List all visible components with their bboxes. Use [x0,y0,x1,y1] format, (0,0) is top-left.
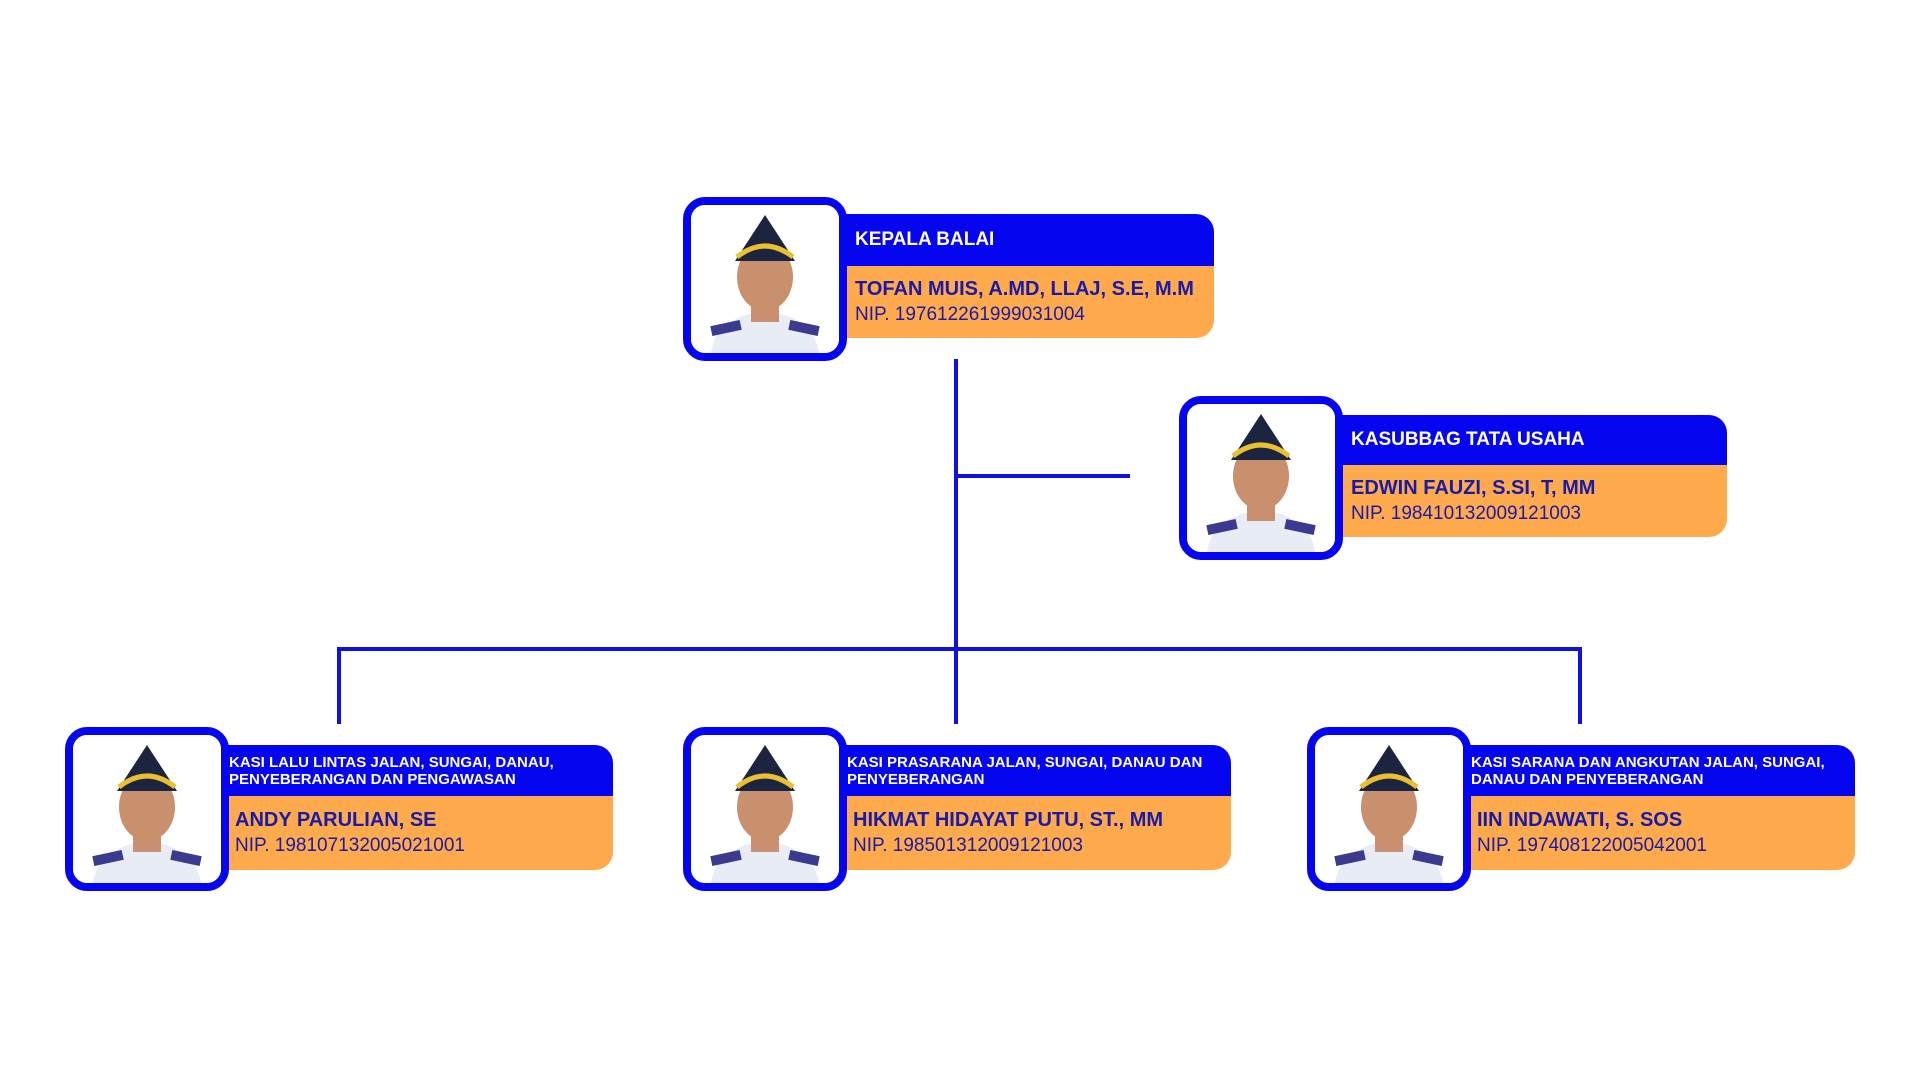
person-name: HIKMAT HIDAYAT PUTU, ST., MM [853,809,1164,831]
position-title: KASI PRASARANA JALAN, SUNGAI, DANAU DAN … [833,745,1231,796]
person-name: ANDY PARULIAN, SE [235,809,437,831]
connector-section-3 [1578,647,1582,724]
person-name: TOFAN MUIS, A.MD, LLAJ, S.E, M.M [855,278,1194,300]
connector-head-vertical [954,359,958,724]
person-name: EDWIN FAUZI, S.SI, T, MM [1351,477,1596,499]
photo-kasubbag [1179,396,1343,560]
person-nip: NIP. 197408122005042001 [1477,835,1707,856]
connector-section-1 [337,647,341,724]
connector-admin-branch [956,474,1130,478]
photo-section-2 [683,727,847,891]
photo-section-3 [1307,727,1471,891]
connector-sections-horizontal [337,647,1582,651]
person-name: IIN INDAWATI, S. SOS [1477,809,1683,831]
person-nip: NIP. 198410132009121003 [1351,503,1581,524]
photo-kepala-balai [683,197,847,361]
person-nip: NIP. 198107132005021001 [235,835,465,856]
position-title: KEPALA BALAI [833,214,1214,266]
position-title: KASI SARANA DAN ANGKUTAN JALAN, SUNGAI, … [1457,745,1855,796]
person-nip: NIP. 198501312009121003 [853,835,1083,856]
position-title: KASUBBAG TATA USAHA [1329,415,1727,465]
person-nip: NIP. 197612261999031004 [855,304,1085,325]
photo-section-1 [65,727,229,891]
position-title: KASI LALU LINTAS JALAN, SUNGAI, DANAU, P… [215,745,613,796]
